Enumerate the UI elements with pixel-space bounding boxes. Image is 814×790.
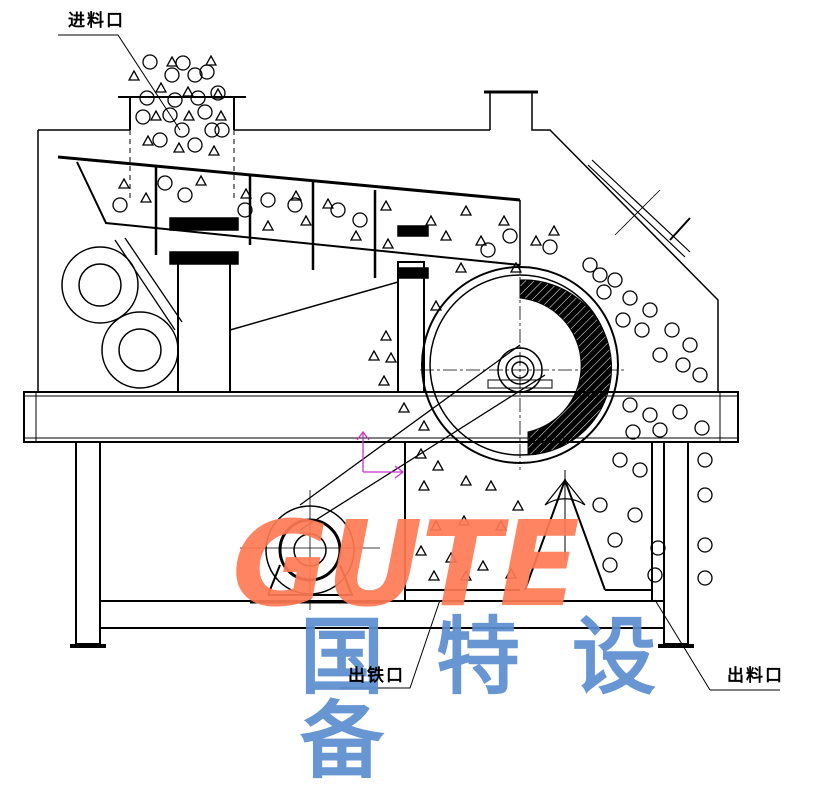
- watermark-latin: GUTE: [232, 495, 580, 633]
- crusher-diagram: GUTE 国特设备 进料口 出铁口 出料口: [23, 11, 784, 783]
- label-material-outlet: 出料口: [727, 666, 784, 686]
- diagram-drawing: [23, 34, 780, 691]
- watermark-chinese: 国特设备: [300, 608, 709, 790]
- label-iron-outlet: 出铁口: [348, 666, 405, 686]
- ucs-axis-icon: [356, 430, 405, 479]
- label-feed-inlet: 进料口: [68, 11, 125, 31]
